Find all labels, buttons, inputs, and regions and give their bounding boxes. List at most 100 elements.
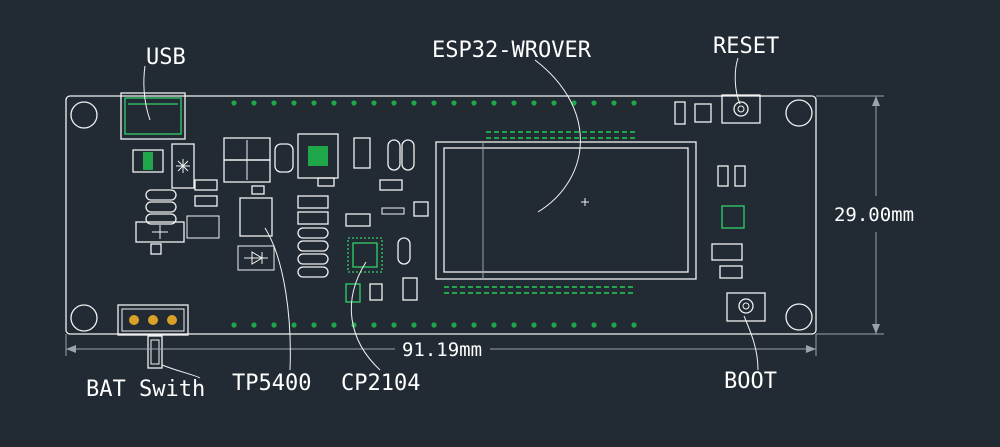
boot-button — [726, 292, 766, 322]
module-pad — [516, 292, 521, 294]
module-pad — [476, 286, 481, 288]
module-pad — [516, 286, 521, 288]
tp5400-chip — [237, 197, 275, 271]
module-pad — [588, 292, 593, 294]
header-pin — [231, 322, 237, 328]
module-pad — [582, 137, 587, 139]
header-pin — [611, 100, 617, 106]
header-pins-top — [231, 100, 637, 106]
reset-label: RESET — [713, 34, 779, 59]
module-pad — [596, 292, 601, 294]
module-pad — [502, 137, 507, 139]
module-pad — [620, 292, 625, 294]
module-pad — [484, 286, 489, 288]
header-pin — [531, 322, 537, 328]
height-dimension-label: 29.00mm — [834, 204, 914, 226]
module-pad — [564, 292, 569, 294]
module-pad — [590, 137, 595, 139]
header-pin — [531, 100, 537, 106]
header-pin — [451, 322, 457, 328]
misc-components — [132, 101, 746, 303]
header-pin — [431, 322, 437, 328]
esp32-castellated-pads — [444, 131, 635, 294]
module-pad — [526, 137, 531, 139]
header-pin — [591, 322, 597, 328]
module-pad — [534, 131, 539, 133]
header-pin — [271, 100, 277, 106]
header-pin — [411, 322, 417, 328]
esp32-module — [435, 141, 697, 280]
usb-connector — [120, 92, 186, 140]
module-pad — [612, 286, 617, 288]
module-pad — [550, 131, 555, 133]
header-pin — [571, 322, 577, 328]
module-pad — [574, 131, 579, 133]
header-pin — [291, 322, 297, 328]
module-pad — [468, 286, 473, 288]
header-pin — [331, 100, 337, 106]
module-pad — [566, 137, 571, 139]
module-pad — [444, 286, 449, 288]
mounting-hole-top-right — [785, 99, 813, 127]
module-pad — [518, 137, 523, 139]
header-pin — [611, 322, 617, 328]
height-dimension — [816, 95, 884, 335]
tp5400-label: TP5400 — [232, 371, 311, 396]
module-pad — [622, 131, 627, 133]
module-pad — [486, 131, 491, 133]
header-pin — [551, 100, 557, 106]
header-pin — [371, 100, 377, 106]
module-pad — [628, 292, 633, 294]
module-pad — [580, 292, 585, 294]
cp2104-chip — [347, 237, 383, 273]
module-pad — [542, 137, 547, 139]
bat-switch-label: BAT Swith — [86, 377, 205, 402]
module-pad — [542, 131, 547, 133]
module-pad — [510, 137, 515, 139]
module-pad — [452, 286, 457, 288]
usb-label: USB — [146, 45, 186, 70]
module-pad — [524, 286, 529, 288]
module-pad — [582, 131, 587, 133]
module-pad — [588, 286, 593, 288]
module-pad — [612, 292, 617, 294]
module-pad — [622, 137, 627, 139]
header-pin — [491, 322, 497, 328]
header-pin — [631, 100, 637, 106]
module-pad — [566, 131, 571, 133]
module-pad — [444, 292, 449, 294]
module-pad — [556, 292, 561, 294]
module-pad — [564, 286, 569, 288]
header-pin — [631, 322, 637, 328]
cp2104-label: CP2104 — [341, 371, 420, 396]
module-pad — [558, 131, 563, 133]
module-pad — [534, 137, 539, 139]
header-pin — [511, 322, 517, 328]
header-pin — [471, 100, 477, 106]
header-pin — [231, 100, 237, 106]
header-pin — [511, 100, 517, 106]
module-pad — [510, 131, 515, 133]
module-pad — [468, 292, 473, 294]
module-pad — [604, 292, 609, 294]
module-pad — [620, 286, 625, 288]
header-pin — [551, 322, 557, 328]
module-pad — [590, 131, 595, 133]
mounting-hole-top-left — [70, 101, 98, 129]
header-pin — [451, 100, 457, 106]
leader-lines — [143, 57, 759, 379]
header-pin — [311, 100, 317, 106]
module-pad — [526, 131, 531, 133]
header-pins-bottom — [231, 322, 637, 328]
module-pad — [508, 292, 513, 294]
header-pin — [371, 322, 377, 328]
header-pin — [491, 100, 497, 106]
module-pad — [500, 292, 505, 294]
module-pad — [548, 292, 553, 294]
header-pin — [411, 100, 417, 106]
width-dimension-label: 91.19mm — [402, 339, 482, 361]
mounting-hole-bottom-right — [785, 303, 813, 331]
header-pin — [471, 322, 477, 328]
module-pad — [598, 131, 603, 133]
